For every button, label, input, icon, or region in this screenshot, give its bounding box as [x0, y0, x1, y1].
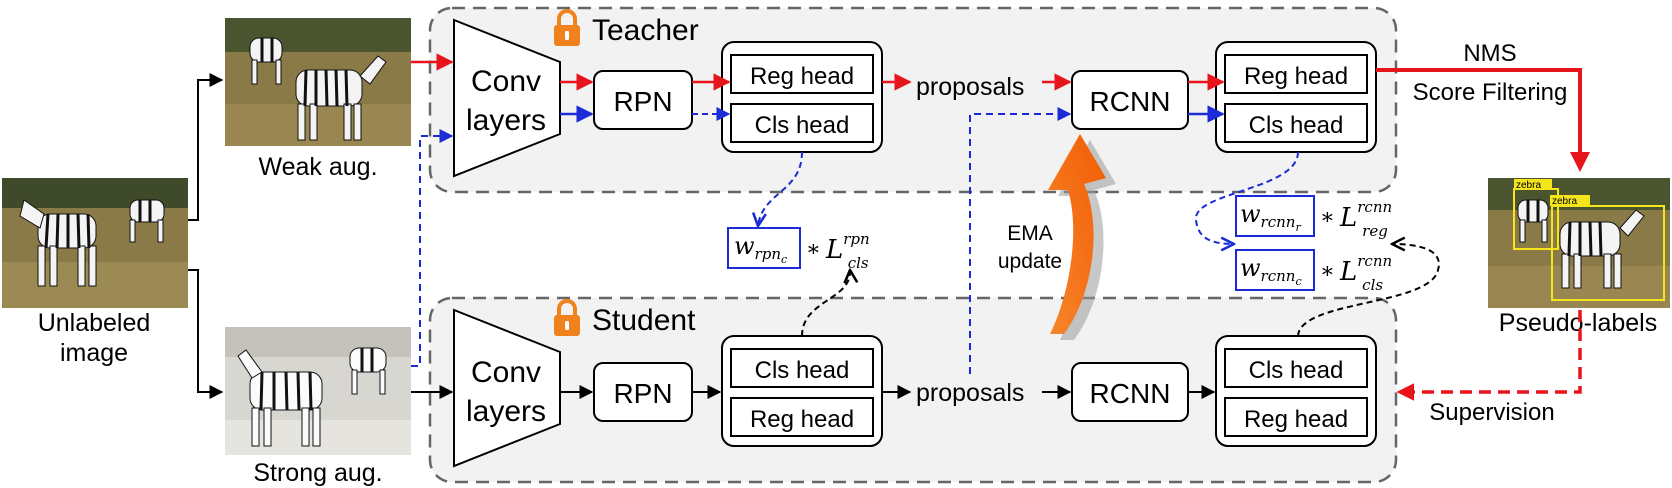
score-filtering-label: Score Filtering — [1413, 79, 1568, 106]
strong-aug-caption: Strong aug. — [253, 459, 382, 487]
rcnn-cls-multiply: ∗ — [1320, 259, 1335, 284]
teacher-rpn-cls-head — [730, 103, 874, 143]
strong-to-teacher-dashed-arrow — [411, 129, 454, 367]
teacher-rcnn-reg-head-label: Reg head — [1244, 63, 1348, 90]
student-rcnn-cls-head — [1224, 348, 1368, 388]
supervision-label: Supervision — [1429, 399, 1554, 426]
ema-label-1: EMA — [1007, 222, 1053, 245]
pseudo-labels-image: zebra zebra — [1488, 178, 1670, 308]
lock-icon — [554, 299, 580, 336]
student-rcnn-cls-head-label: Cls head — [1249, 357, 1344, 384]
teacher-rpn-box — [593, 70, 693, 130]
teacher-rcnn-box — [1071, 70, 1189, 130]
teacher-conv-label-1: Conv — [471, 65, 541, 98]
pseudo-labels-caption: Pseudo-labels — [1499, 309, 1657, 337]
supervision-arrow — [1396, 310, 1582, 401]
unlabeled-image — [2, 178, 188, 308]
nms-label: NMS — [1463, 40, 1516, 67]
rcnn-cls-weight-box — [1235, 249, 1315, 291]
ema-arrow — [1048, 134, 1106, 334]
student-rpn-cls-head-label: Cls head — [755, 357, 850, 384]
student-rpn-reg-head — [730, 397, 874, 437]
teacher-rpn-reg-head-label: Reg head — [750, 63, 854, 90]
pseudo-label-box — [1551, 205, 1665, 301]
ema-label-2: update — [998, 250, 1062, 273]
student-panel — [428, 296, 1398, 484]
teacher-conv-label-2: layers — [466, 104, 546, 137]
teacher-rcnn-reg-head — [1224, 54, 1368, 94]
teacher-rcnn-label: RCNN — [1090, 86, 1171, 117]
strong-aug-image — [225, 327, 411, 455]
student-rcnn-reg-head — [1224, 397, 1368, 437]
student-proposals-label: proposals — [916, 379, 1024, 407]
unlabeled-caption-2: image — [60, 339, 128, 367]
rpn-weight-term: wrpnc — [734, 232, 787, 266]
rcnn-cls-weight-term: wrcnnc — [1240, 254, 1302, 288]
teacher-panel — [428, 6, 1398, 194]
rcnn-reg-multiply: ∗ — [1320, 205, 1335, 230]
student-rpn-cls-head — [730, 348, 874, 388]
teacher-proposals-label: proposals — [916, 73, 1024, 101]
rcnn-reg-weight-box — [1235, 195, 1315, 237]
teacher-title: Teacher — [592, 14, 699, 47]
student-rcnn-to-loss-dashed — [1297, 244, 1440, 337]
pseudo-label-tag — [1514, 179, 1552, 190]
student-conv-label-1: Conv — [471, 356, 541, 389]
nms-filtering-arrow — [1376, 68, 1590, 172]
unlabeled-caption-1: Unlabeled — [38, 309, 151, 337]
teacher-rcnn-cls-head-label: Cls head — [1249, 112, 1344, 139]
student-rpn-cls-to-loss-dashed — [801, 270, 850, 337]
unlabeled-to-strong-arrow — [188, 269, 224, 399]
rcnn-reg-weight-term: wrcnnr — [1240, 200, 1301, 234]
student-conv-trapezoid — [453, 308, 561, 468]
weak-aug-image — [225, 18, 411, 146]
weak-aug-caption: Weak aug. — [258, 153, 377, 181]
student-rpn-label: RPN — [613, 378, 672, 409]
student-rcnn-reg-head-label: Reg head — [1244, 406, 1348, 433]
student-rpn-reg-head-label: Reg head — [750, 406, 854, 433]
student-rcnn-label: RCNN — [1090, 378, 1171, 409]
pseudo-label-text: zebra — [1552, 196, 1577, 207]
unlabeled-to-weak-arrow — [188, 73, 224, 221]
student-proposals-to-teacher-rcnn-dashed — [969, 107, 1072, 374]
rpn-multiply: ∗ — [806, 237, 821, 262]
teacher-rpn-reg-head — [730, 54, 874, 94]
teacher-conv-trapezoid — [453, 18, 561, 178]
student-conv-label-2: layers — [466, 395, 546, 428]
student-title: Student — [592, 304, 696, 337]
pseudo-label-tag — [1550, 195, 1590, 206]
teacher-rcnn-cls-head — [1224, 103, 1368, 143]
pseudo-label-text: zebra — [1516, 180, 1541, 191]
rpn-weight-box — [727, 227, 801, 269]
teacher-rpn-cls-head-label: Cls head — [755, 112, 850, 139]
teacher-rpn-label: RPN — [613, 86, 672, 117]
lock-icon — [554, 9, 580, 46]
teacher-rpn-cls-to-weight-dashed — [758, 151, 803, 226]
